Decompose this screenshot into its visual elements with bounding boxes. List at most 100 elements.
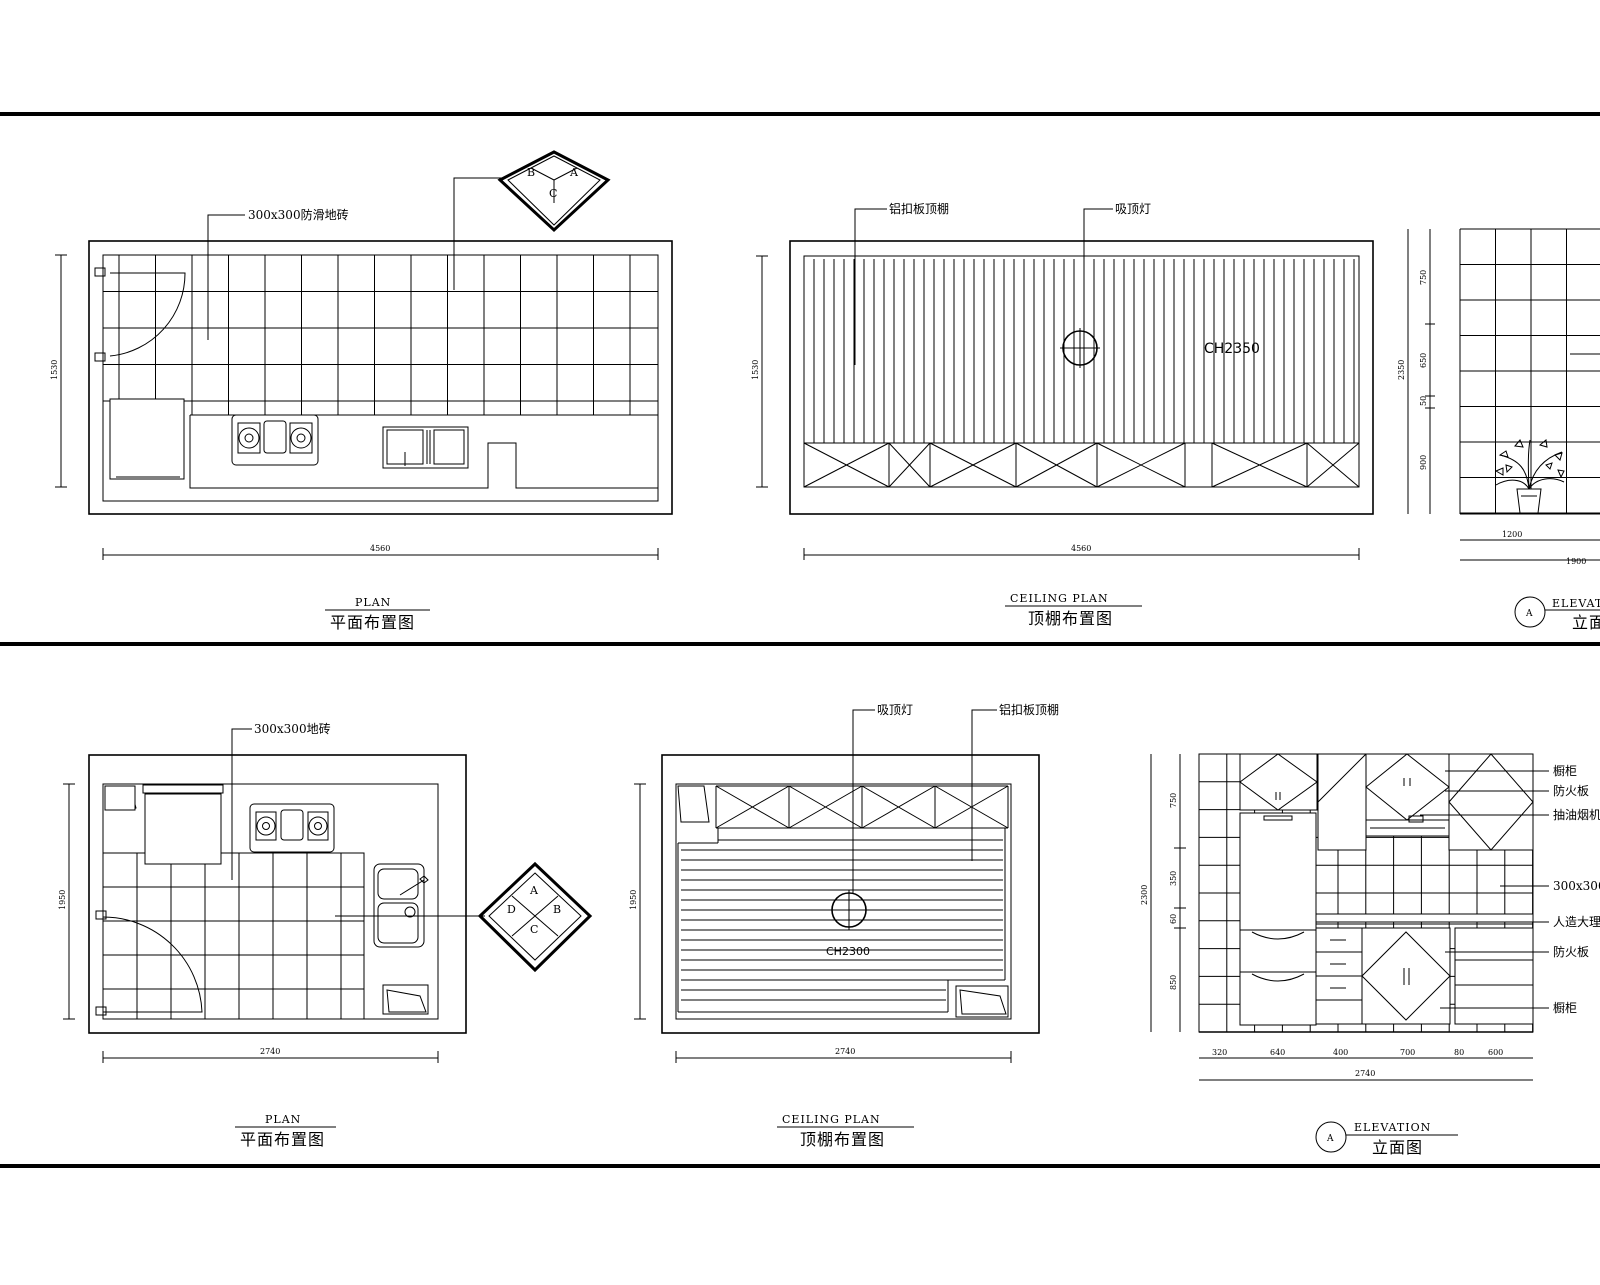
- bottom-plan-index-symbol: A D B C: [477, 861, 593, 973]
- bottom-plan-tile-grid: [102, 852, 364, 1019]
- bottom-elevation-dim-bottom-total: 2740: [1355, 1069, 1375, 1078]
- top-plan-tile-note: 300x300防滑地砖: [248, 207, 349, 222]
- bottom-ceiling-dim-width: 2740: [835, 1047, 855, 1056]
- bottom-ceiling-height-label: CH2300: [826, 945, 870, 958]
- top-elevation-marker-circle: [1514, 596, 1546, 628]
- bottom-plan-drawing: 300x300地砖 A D B C 2740 1950 PLAN 平面布置图: [58, 721, 593, 1149]
- bottom-plan-index-mark: A: [529, 884, 539, 897]
- top-elevation-dim-part: 900: [1419, 455, 1428, 470]
- cabinet-cross: [715, 785, 790, 829]
- bottom-plan-door-jamb: [95, 1006, 107, 1016]
- bottom-plan-dim-height: 1950: [58, 890, 67, 910]
- top-elevation-dim-bottom: 1900: [1566, 557, 1586, 566]
- cabinet-cross: [929, 442, 1017, 488]
- top-plan-tile-leader: [207, 214, 245, 340]
- bottom-elevation-leaders: [1420, 770, 1549, 1009]
- top-plan-dim-height: 1530: [50, 360, 59, 380]
- bottom-plan-washer-top: [142, 784, 224, 794]
- top-plan-drawing: 300x300防滑地砖 B A C 4560 1530 PLAN 平面布置图: [50, 150, 673, 632]
- top-elevation-dim-part: 750: [1419, 270, 1428, 285]
- bottom-ceiling-caption-en: CEILING PLAN: [782, 1113, 881, 1126]
- top-ceiling-light-leader: [1083, 208, 1113, 331]
- top-ceiling-light: [1060, 328, 1100, 368]
- top-elevation-plant: [1494, 439, 1565, 514]
- bottom-ceiling-note-light: 吸顶灯: [877, 703, 913, 717]
- bottom-ceiling-panel-leader: [971, 709, 997, 861]
- top-elevation-caption-cn: 立面: [1572, 613, 1600, 632]
- bottom-ceiling-corner-box: [955, 985, 1009, 1018]
- bottom-ceiling-caption-cn: 顶棚布置图: [800, 1130, 885, 1149]
- top-ceiling-dim-width: 4560: [1071, 544, 1091, 553]
- top-ceiling-caption-cn: 顶棚布置图: [1028, 609, 1113, 628]
- bottom-plan-sink: [373, 863, 429, 948]
- bottom-plan-dim-width: 2740: [260, 1047, 280, 1056]
- top-elevation-marker: A: [1525, 609, 1533, 619]
- bottom-plan-counter: [140, 852, 365, 1019]
- bottom-elevation-marker: A: [1326, 1134, 1334, 1144]
- top-ceiling-dim-height: 1530: [751, 360, 760, 380]
- bottom-elevation-refrigerator: [1239, 812, 1317, 1026]
- bottom-plan-index-mark: B: [553, 903, 561, 916]
- bottom-ceiling-outer-wall: [661, 754, 1040, 1034]
- top-elevation-dim-total: 2350: [1397, 360, 1406, 380]
- bottom-plan-index-mark: C: [530, 923, 538, 936]
- bottom-elevation-dim-part: 350: [1169, 871, 1178, 886]
- top-plan-counter: [189, 415, 658, 489]
- top-elevation-tile-grid: [1459, 228, 1600, 514]
- top-plan-caption-en: PLAN: [355, 596, 391, 609]
- cabinet-cross: [788, 785, 863, 829]
- top-plan-index-mark: C: [549, 187, 557, 200]
- top-elevation-dim-bottom: 1200: [1502, 530, 1522, 539]
- top-plan-sink: [382, 426, 469, 469]
- bottom-elevation-upper-cabinets: [1239, 753, 1534, 851]
- bottom-elevation-dim-bottom: 320: [1212, 1048, 1227, 1057]
- top-plan-outer-wall: [88, 240, 673, 515]
- cabinet-cross: [861, 785, 936, 829]
- top-elevation-caption-en: ELEVATI: [1552, 597, 1600, 610]
- top-plan-gas-stove: [231, 414, 319, 466]
- top-ceiling-drawing: 铝扣板顶棚 吸顶灯 CH2350 4560 1530 CEILING PLAN …: [751, 201, 1374, 628]
- bottom-plan-index-mark: D: [507, 903, 516, 916]
- cabinet-cross: [888, 442, 931, 488]
- top-plan-door-jamb: [94, 267, 106, 277]
- top-ceiling-note-light: 吸顶灯: [1115, 202, 1151, 216]
- bottom-plan-gas-stove: [249, 803, 335, 853]
- bottom-elevation-note: 防火板: [1553, 944, 1589, 959]
- top-plan-door-jamb: [94, 352, 106, 362]
- cabinet-cross: [1096, 442, 1186, 488]
- bottom-elevation-note: 抽油烟机: [1553, 808, 1600, 822]
- bottom-elevation-dim-total: 2300: [1140, 885, 1149, 905]
- bottom-plan-appliance: [104, 785, 136, 811]
- bottom-ceiling-note-panel: 铝扣板顶棚: [999, 702, 1059, 717]
- bottom-elevation-dim-part: 60: [1169, 914, 1178, 924]
- bottom-elevation-note: 橱柜: [1553, 1001, 1577, 1015]
- bottom-elevation-note: 橱柜: [1553, 764, 1577, 778]
- bottom-plan-tile-note: 300x300地砖: [254, 721, 331, 736]
- bottom-elevation-note: 300x300: [1553, 879, 1600, 893]
- top-plan-index-mark: A: [569, 166, 579, 179]
- bottom-plan-door-swing: [102, 916, 203, 1013]
- cabinet-cross: [803, 442, 890, 488]
- bottom-ceiling-dim-height: 1950: [629, 890, 638, 910]
- top-ceiling-wall-cabinets: [803, 442, 1360, 488]
- bottom-ceiling-corner-box-detail: [959, 989, 1007, 1015]
- bottom-elevation-dim-bottom: 700: [1400, 1048, 1415, 1057]
- bottom-plan-caption-en: PLAN: [265, 1113, 301, 1126]
- bottom-plan-tile-leader: [231, 728, 252, 880]
- bottom-ceiling-corner-box: [677, 785, 710, 823]
- bottom-ceiling-drawing: 吸顶灯 铝扣板顶棚 CH2300 2740 1950 CEILING PLAN …: [629, 702, 1059, 1149]
- bottom-elevation-marker-circle: [1315, 1121, 1347, 1153]
- bottom-ceiling-aluminium-strips: [677, 827, 1006, 1013]
- top-ceiling-panel-area: [803, 255, 1360, 488]
- bottom-plan-door-jamb: [95, 910, 107, 920]
- cabinet-cross: [1015, 442, 1098, 488]
- bottom-elevation-dim-bottom: 80: [1454, 1048, 1464, 1057]
- bottom-elevation-caption-cn: 立面图: [1372, 1138, 1423, 1157]
- bottom-elevation-dim-bottom: 600: [1488, 1048, 1503, 1057]
- top-plan-dim-width: 4560: [370, 544, 390, 553]
- bottom-elevation-dim-part: 750: [1169, 793, 1178, 808]
- bottom-elevation-caption-en: ELEVATION: [1354, 1121, 1431, 1134]
- bottom-plan-bin-detail: [386, 989, 427, 1013]
